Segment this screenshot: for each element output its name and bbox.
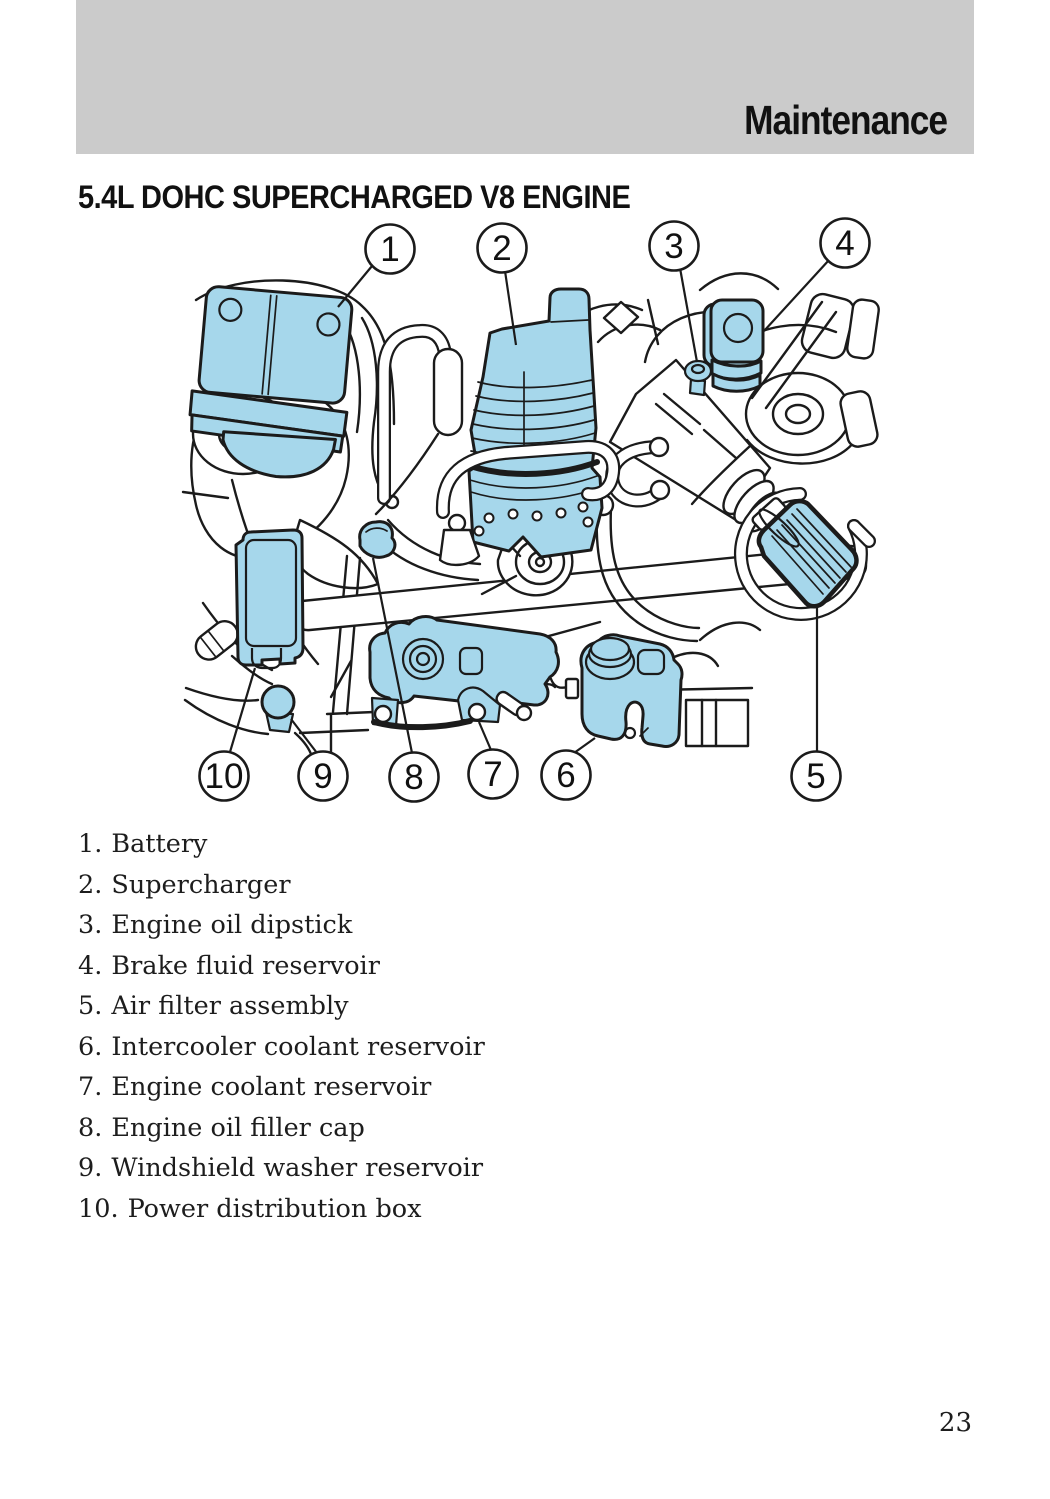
legend-item-4-number: 4. — [78, 950, 103, 981]
foreground-lineart — [435, 439, 621, 722]
legend-item-3: 3. Engine oil dipstick — [78, 905, 485, 946]
callout-4-number: 4 — [835, 224, 854, 263]
engine-diagram: 1 2 3 4 5 6 7 8 9 — [160, 215, 890, 810]
callout-10: 10 — [198, 750, 250, 802]
callout-6-number: 6 — [556, 756, 575, 795]
legend-item-6: 6. Intercooler coolant reservoir — [78, 1027, 485, 1068]
legend-item-5: 5. Air filter assembly — [78, 986, 485, 1027]
legend-item-8: 8. Engine oil filler cap — [78, 1108, 485, 1149]
callout-2-number: 2 — [492, 229, 511, 268]
callout-8-number: 8 — [404, 758, 423, 797]
legend-item-1-label: Battery — [111, 829, 208, 859]
callout-7-number: 7 — [483, 755, 502, 794]
legend-item-2-number: 2. — [78, 869, 103, 900]
legend-item-2-label: Supercharger — [111, 869, 291, 900]
legend-item-4: 4. Brake fluid reservoir — [78, 946, 485, 987]
legend-item-3-number: 3. — [78, 910, 103, 940]
callout-5-number: 5 — [806, 757, 825, 796]
supercharger-highlight — [467, 287, 604, 559]
legend-list: 1. Battery 2. Supercharger 3. Engine oil di… — [78, 824, 485, 1229]
legend-item-1: 1. Battery — [78, 824, 485, 865]
legend-item-7-label: Engine coolant reservoir — [111, 1072, 432, 1102]
callout-2: 2 — [476, 222, 528, 274]
legend-item-10-label: Power distribution box — [127, 1193, 422, 1224]
legend-item-9-label: Windshield washer reservoir — [111, 1153, 484, 1183]
legend-item-8-label: Engine oil filler cap — [111, 1112, 365, 1143]
legend-item-6-label: Intercooler coolant reservoir — [111, 1031, 485, 1062]
chapter-title: Maintenance — [744, 96, 948, 143]
legend-item-10-number: 10. — [78, 1193, 119, 1224]
leader-lines — [228, 259, 830, 754]
callout-1: 1 — [364, 223, 416, 275]
air-filter-highlight — [751, 497, 859, 609]
callout-3: 3 — [648, 220, 700, 272]
oil-filler-cap-highlight — [358, 520, 397, 559]
legend-item-5-label: Air filter assembly — [111, 991, 349, 1021]
callout-9: 9 — [297, 750, 349, 802]
callout-10-number: 10 — [205, 757, 244, 796]
legend-item-4-label: Brake fluid reservoir — [111, 950, 380, 981]
callout-8: 8 — [388, 751, 440, 803]
callout-1-number: 1 — [380, 230, 399, 269]
oil-dipstick-highlight — [683, 359, 713, 397]
legend-item-7-number: 7. — [78, 1072, 103, 1102]
page-number: 23 — [938, 1408, 972, 1438]
legend-item-5-number: 5. — [78, 991, 103, 1021]
legend-item-7: 7. Engine coolant reservoir — [78, 1067, 485, 1108]
battery-highlight — [188, 285, 354, 479]
callout-5: 5 — [790, 750, 842, 802]
legend-item-8-number: 8. — [78, 1112, 103, 1143]
legend-item-6-number: 6. — [78, 1031, 103, 1062]
callout-6: 6 — [540, 749, 592, 801]
legend-item-1-number: 1. — [78, 829, 103, 859]
washer-reservoir-highlight — [260, 684, 296, 734]
callout-7: 7 — [467, 748, 519, 800]
callout-3-number: 3 — [664, 227, 683, 266]
legend-item-9: 9. Windshield washer reservoir — [78, 1148, 485, 1189]
section-heading: 5.4L DOHC SUPERCHARGED V8 ENGINE — [78, 180, 631, 216]
callout-4: 4 — [819, 217, 871, 269]
power-distribution-box-highlight — [234, 528, 305, 670]
legend-item-3-label: Engine oil dipstick — [111, 910, 353, 940]
intercooler-reservoir-highlight — [579, 633, 684, 748]
header-band: Maintenance — [76, 0, 974, 154]
engine-diagram-svg: 1 2 3 4 5 6 7 8 9 — [181, 217, 880, 803]
brake-reservoir-highlight — [702, 298, 765, 393]
legend-item-9-number: 9. — [78, 1153, 103, 1183]
legend-item-2: 2. Supercharger — [78, 865, 485, 906]
legend-item-10: 10. Power distribution box — [78, 1189, 485, 1230]
callout-9-number: 9 — [313, 757, 332, 796]
